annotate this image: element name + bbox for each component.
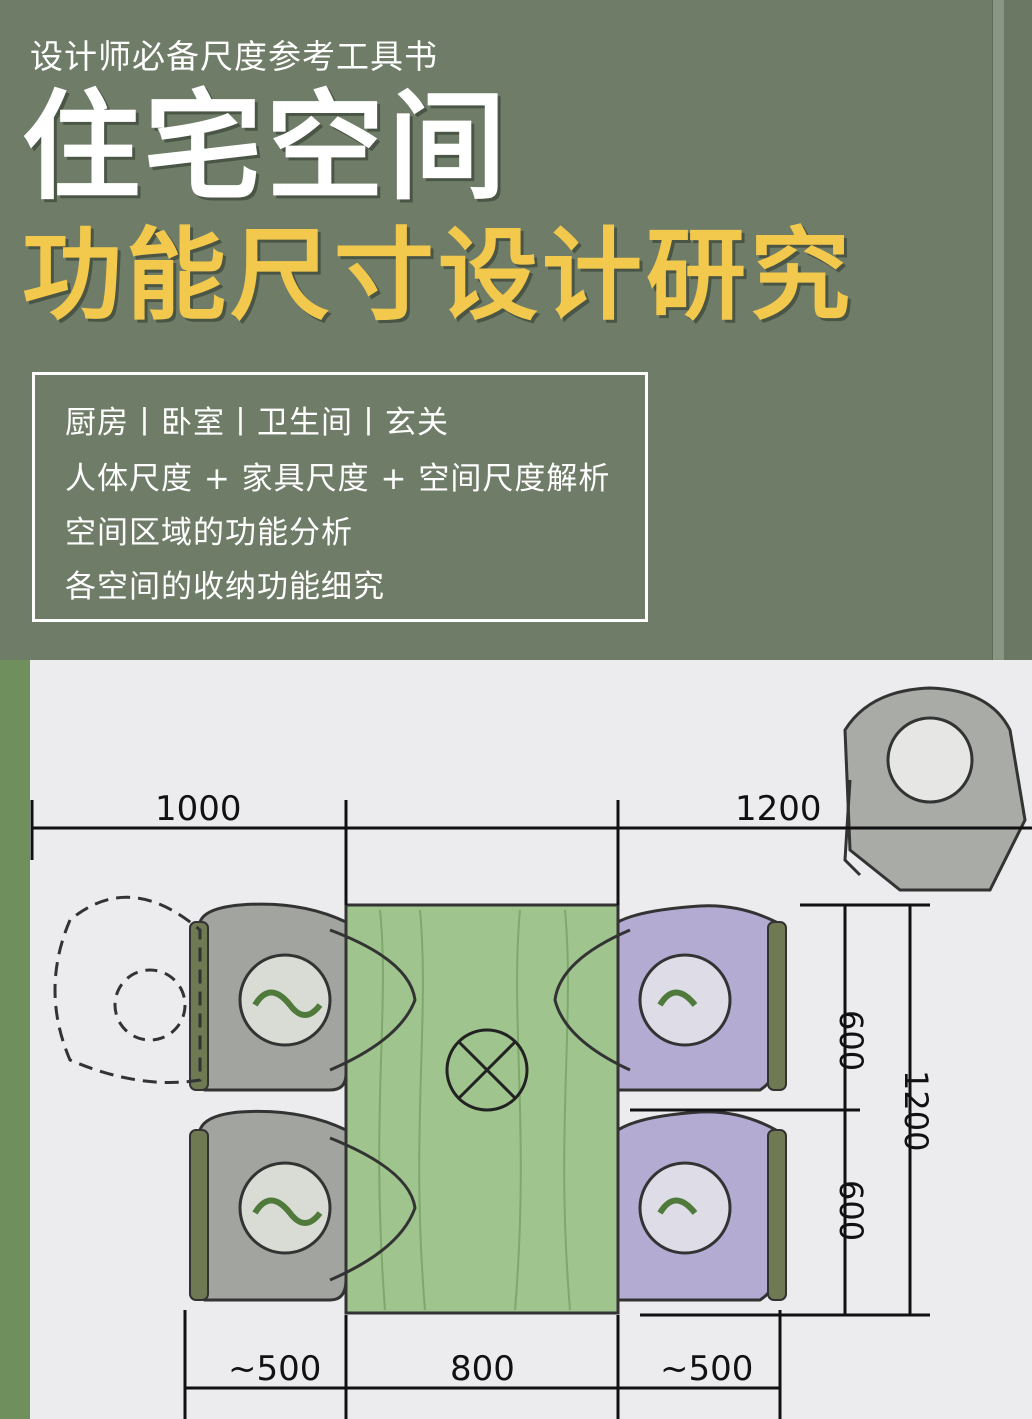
book-edge xyxy=(1004,0,1032,660)
feature-line-storage: 各空间的收纳功能细究 xyxy=(65,569,385,605)
dimension-lines xyxy=(30,800,1032,1419)
book-spine xyxy=(992,0,1005,660)
dim-bottom-right: ~500 xyxy=(660,1349,753,1389)
dim-top-right: 1200 xyxy=(735,789,822,829)
book-cover xyxy=(0,0,1032,660)
chair-left-bottom xyxy=(189,1109,417,1302)
cover-subtitle: 设计师必备尺度参考工具书 xyxy=(30,37,438,76)
dim-top-left: 1000 xyxy=(155,789,242,829)
chair-left-top xyxy=(189,902,417,1092)
feature-line-zones: 空间区域的功能分析 xyxy=(65,515,353,551)
dining-plan-svg: 1000 1200 600 600 1200 ~500 800 ~500 xyxy=(30,686,1032,1419)
dim-right-lower: 600 xyxy=(832,1180,870,1241)
feature-line-spaces: 厨房丨卧室丨卫生间丨玄关 xyxy=(65,405,449,441)
table-center-mark xyxy=(445,1028,529,1112)
chair-right-bottom xyxy=(616,1110,787,1302)
chair-right-top xyxy=(553,904,787,1092)
dim-bottom-mid: 800 xyxy=(450,1349,515,1389)
cover-title-line2: 功能尺寸设计研究 xyxy=(22,217,854,334)
standing-person xyxy=(843,686,1027,892)
wall-strip xyxy=(0,660,30,1419)
dim-right-upper: 600 xyxy=(832,1010,870,1071)
dim-right-total: 1200 xyxy=(897,1070,935,1151)
feature-box: 厨房丨卧室丨卫生间丨玄关 人体尺度 + 家具尺度 + 空间尺度解析 空间区域的功… xyxy=(32,372,648,622)
feature-line-scales: 人体尺度 + 家具尺度 + 空间尺度解析 xyxy=(65,461,611,497)
chair-pulled-out-dashed xyxy=(53,895,202,1084)
cover-title-line1: 住宅空间 xyxy=(22,78,511,216)
dim-bottom-left: ~500 xyxy=(228,1349,321,1389)
